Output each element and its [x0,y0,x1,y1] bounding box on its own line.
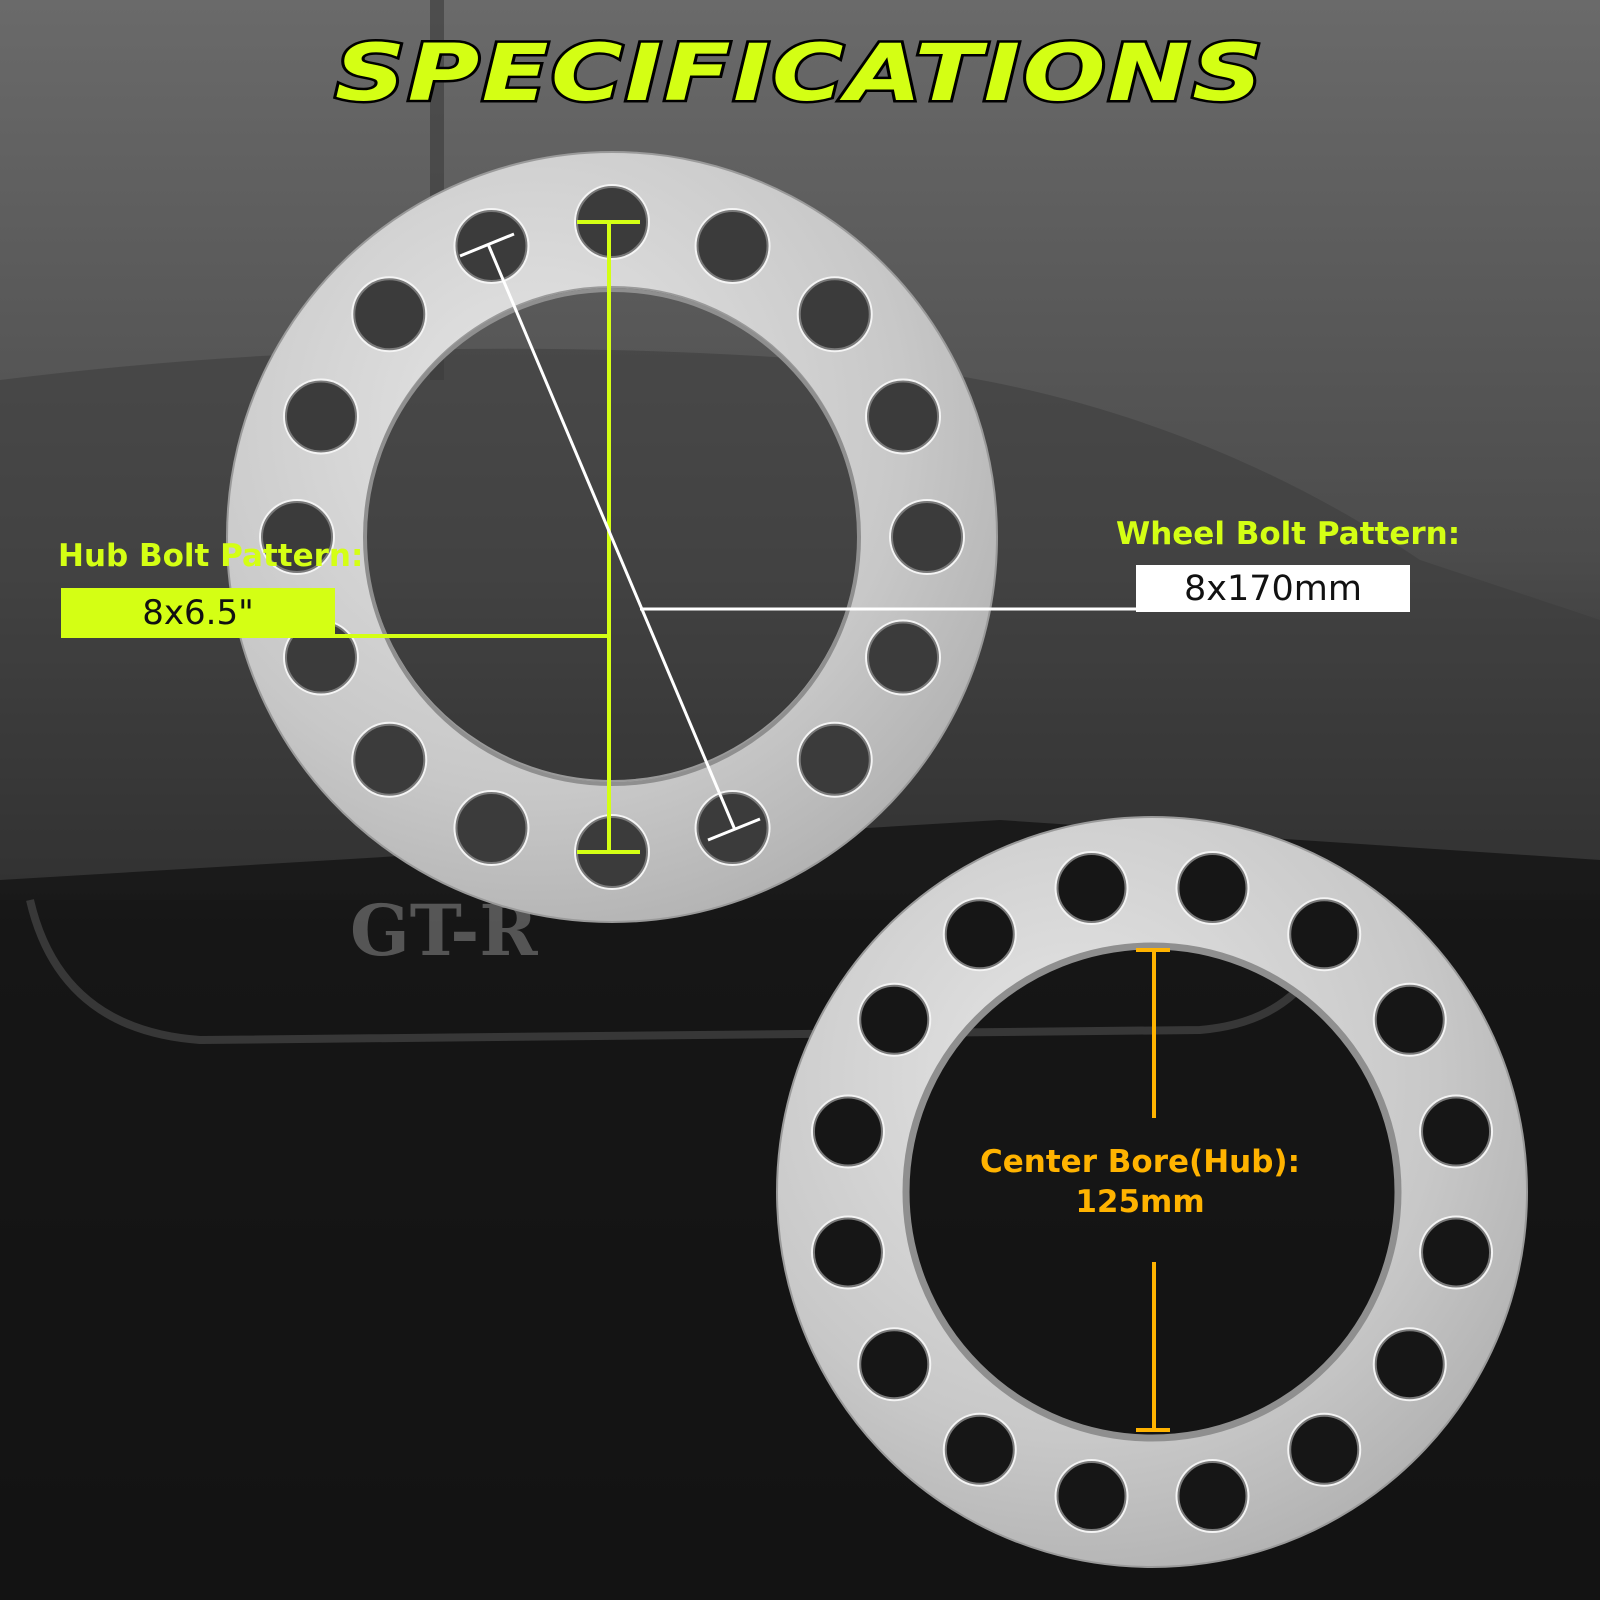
bolt-hole [944,1414,1015,1485]
bolt-holes-bottom [810,850,1494,1534]
bolt-hole [284,380,357,453]
spacer-ring-top [226,151,999,923]
page-title: SPECIFICATIONS [335,29,1265,119]
bolt-hole [455,209,528,282]
bolt-hole [1177,1461,1248,1532]
center-bore-value: 125mm [1075,1184,1205,1220]
bolt-hole [859,1329,930,1400]
wheel-bolt-pattern-measure [459,232,1136,842]
center-bore-label: Center Bore(Hub): [980,1144,1300,1180]
bolt-hole [798,278,871,351]
center-bore-measure [1136,948,1170,1432]
bolt-hole [261,501,333,573]
hub-bolt-pattern-label: Hub Bolt Pattern: [58,538,364,574]
bolt-hole [1421,1096,1492,1167]
bolt-hole [353,723,426,796]
bolt-hole [1421,1217,1492,1288]
bolt-hole [1289,1414,1360,1485]
bolt-hole [1177,852,1248,923]
spacer-ring-bottom [776,816,1528,1568]
wheel-bolt-pattern-label: Wheel Bolt Pattern: [1116,516,1461,552]
bolt-hole [798,723,871,796]
bolt-hole [859,984,930,1055]
bolt-hole [1374,1329,1445,1400]
bolt-hole [353,278,426,351]
bolt-hole [1056,1461,1127,1532]
bolt-hole [455,792,528,865]
wheel-bolt-pattern-value: 8x170mm [1136,565,1410,612]
bolt-hole [891,501,963,573]
bolt-holes-top [259,184,965,890]
bolt-hole [812,1096,883,1167]
bolt-hole [1056,852,1127,923]
bolt-hole [944,899,1015,970]
hub-bolt-pattern-measure [335,220,640,854]
bolt-hole [1374,984,1445,1055]
bolt-hole [696,209,769,282]
center-bore-text: Center Bore(Hub): 125mm [960,1142,1320,1222]
bolt-hole [867,621,940,694]
bolt-hole [812,1217,883,1288]
bolt-hole [1289,899,1360,970]
bolt-hole [867,380,940,453]
hub-bolt-pattern-value: 8x6.5" [61,588,335,638]
